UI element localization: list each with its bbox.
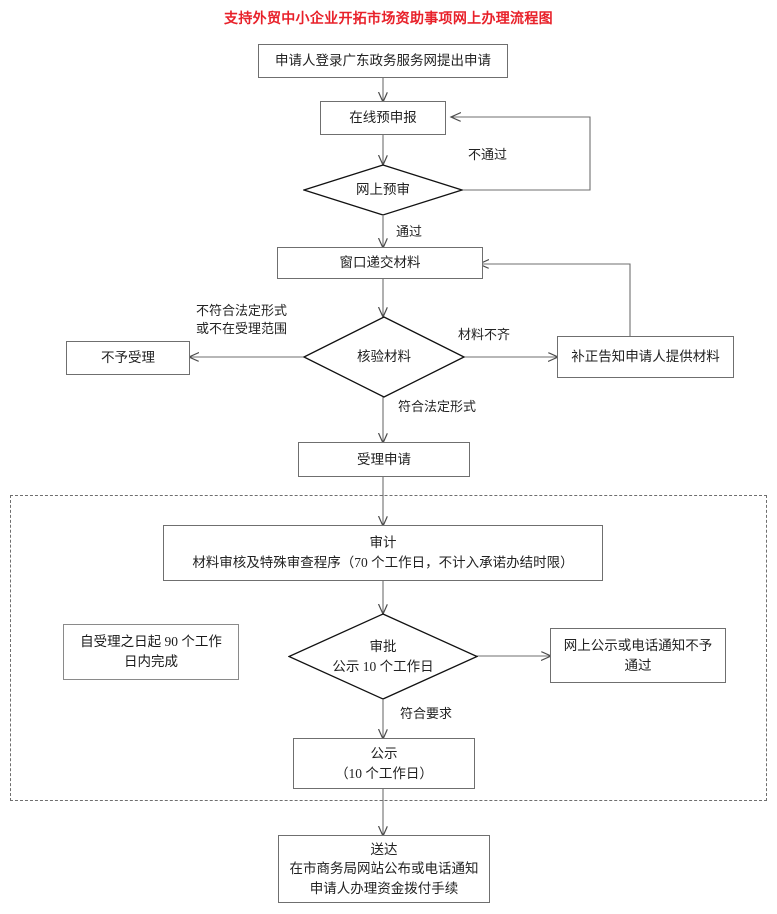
edge-label-incomplete-materials: 材料不齐 [458,327,511,342]
node-approval-line1: 审批 [369,638,397,654]
node-approval-line2: 公示 10 个工作日 [332,658,434,674]
note-time-limit-line1: 自受理之日起 90 个工作 [80,633,222,649]
node-submit-window[interactable]: 窗口递交材料 [277,247,483,279]
edge-label-fail-preaudit: 不通过 [468,147,508,162]
edge-label-pass-preaudit: 通过 [396,224,423,239]
node-audit[interactable]: 审计 材料审核及特殊审查程序（70 个工作日，不计入承诺办结时限） [163,525,603,581]
node-submit-window-label: 窗口递交材料 [339,255,421,271]
node-online-preaudit-label: 网上预审 [356,182,410,198]
node-reject-notice[interactable]: 网上公示或电话通知不予 通过 [550,628,726,683]
node-publicity-line1: 公示 [370,745,398,761]
diamond-shape-preaudit [303,164,463,216]
node-apply-label: 申请人登录广东政务服务网提出申请 [275,53,491,69]
node-accept-application[interactable]: 受理申请 [298,442,470,477]
node-reject-notice-line1: 网上公示或电话通知不予 [563,637,713,653]
node-deliver[interactable]: 送达 在市商务局网站公布或电话通知 申请人办理资金拨付手续 [278,835,490,903]
diamond-shape-approval [288,613,478,700]
node-notify-supplement-label: 补正告知申请人提供材料 [571,349,720,365]
node-deliver-line2: 在市商务局网站公布或电话通知 [289,861,479,877]
node-publicity[interactable]: 公示 （10 个工作日） [293,738,475,789]
node-not-accepted[interactable]: 不予受理 [66,341,190,375]
node-reject-notice-line2: 通过 [624,657,652,673]
note-time-limit-line2: 日内完成 [124,654,178,669]
node-accept-application-label: 受理申请 [357,451,411,467]
audit-approval-group [10,495,767,801]
node-not-accepted-label: 不予受理 [101,350,155,366]
node-verify-materials-label: 核验材料 [357,349,411,365]
diamond-shape-verify [303,316,465,398]
node-verify-materials[interactable]: 核验材料 [303,316,465,398]
node-approval[interactable]: 审批 公示 10 个工作日 [288,613,478,700]
node-publicity-line2: （10 个工作日） [335,765,433,781]
note-time-limit: 自受理之日起 90 个工作 日内完成 [63,624,239,680]
node-deliver-line3: 申请人办理资金拨付手续 [309,880,459,896]
edge-label-legal-form: 符合法定形式 [398,399,477,414]
node-notify-supplement[interactable]: 补正告知申请人提供材料 [557,336,734,378]
node-deliver-line1: 送达 [370,841,398,857]
edge-label-meets-requirement: 符合要求 [400,706,453,721]
node-audit-line1: 审计 [369,535,397,551]
node-online-predeclare-label: 在线预申报 [349,110,417,126]
page-title: 支持外贸中小企业开拓市场资助事项网上办理流程图 [224,10,553,26]
node-audit-line2: 材料审核及特殊审查程序（70 个工作日，不计入承诺办结时限） [192,555,574,570]
edge-label-illegal-form: 不符合法定形式 或不在受理范围 [196,303,288,337]
node-online-preaudit[interactable]: 网上预审 [303,164,463,216]
node-apply[interactable]: 申请人登录广东政务服务网提出申请 [258,44,508,78]
node-online-predeclare[interactable]: 在线预申报 [320,101,446,135]
